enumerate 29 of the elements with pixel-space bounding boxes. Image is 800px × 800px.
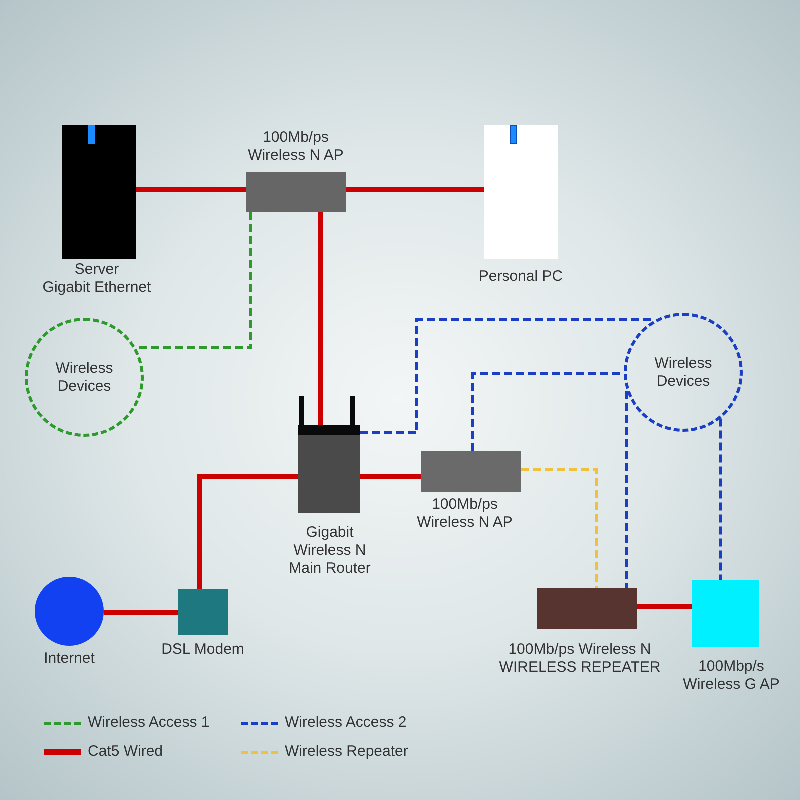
cable-line xyxy=(360,474,421,480)
cable-line xyxy=(637,604,692,610)
circle-label: Wireless Devices xyxy=(54,360,114,396)
wireless-link-line xyxy=(521,468,598,588)
cable-line xyxy=(318,212,324,425)
legend-label: Wireless Repeater xyxy=(285,743,408,761)
device-label: Gigabit Wireless N Main Router xyxy=(288,524,372,578)
wireless-link-line xyxy=(360,318,656,434)
device-label: Gigabit Ethernet xyxy=(42,279,152,297)
legend-label: Cat5 Wired xyxy=(88,743,164,761)
device-label: Internet xyxy=(44,650,95,668)
device-group-circle xyxy=(624,313,743,432)
cable-line xyxy=(136,188,246,192)
wireless-link-line xyxy=(136,212,252,350)
device-group-circle xyxy=(25,318,144,437)
device-label: 100Mb/ps Wireless N AP xyxy=(247,129,345,165)
device-label: 100Mb/ps Wireless N AP xyxy=(416,496,514,532)
device-label: 100Mb/ps Wireless N WIRELESS REPEATER xyxy=(498,641,662,677)
cable-line xyxy=(198,474,298,589)
cable-line xyxy=(104,610,178,616)
circle-label: Wireless Devices xyxy=(654,354,714,390)
legend-label: Wireless Access 2 xyxy=(285,714,407,732)
device-label: Server xyxy=(74,261,120,279)
device-label: 100Mbp/s Wireless G AP xyxy=(682,658,781,694)
cable-line xyxy=(346,188,484,192)
device-label: DSL Modem xyxy=(162,641,244,659)
wireless-link-line xyxy=(720,418,722,580)
device-label: Personal PC xyxy=(478,268,564,286)
legend-label: Wireless Access 1 xyxy=(88,714,210,732)
